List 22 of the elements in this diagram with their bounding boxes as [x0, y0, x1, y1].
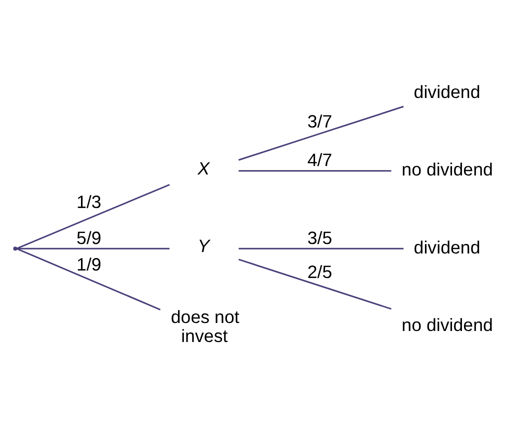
edge-label: 3/5 — [307, 227, 332, 248]
connector — [16, 184, 170, 249]
node-text: Y — [198, 236, 210, 256]
edge-label: 1/9 — [76, 254, 102, 274]
edge-label: 1/3 — [76, 192, 102, 212]
node-text: dividend — [414, 81, 480, 102]
node-text: does not invest — [170, 306, 240, 346]
node-text: dividend — [414, 236, 480, 257]
node-text: no dividend — [402, 159, 493, 180]
connector — [16, 247, 161, 310]
connector — [238, 170, 392, 172]
node-text: X — [198, 158, 210, 178]
connector — [238, 247, 404, 249]
connector — [238, 105, 404, 160]
edge-label: 5/9 — [76, 227, 102, 248]
edge-label: 3/7 — [307, 111, 332, 132]
node-point — [13, 246, 18, 250]
connector — [238, 258, 392, 310]
connector — [16, 247, 170, 249]
edge-label: 4/7 — [307, 149, 332, 170]
edge-label: 2/5 — [307, 262, 332, 282]
node-text: no dividend — [402, 314, 493, 335]
